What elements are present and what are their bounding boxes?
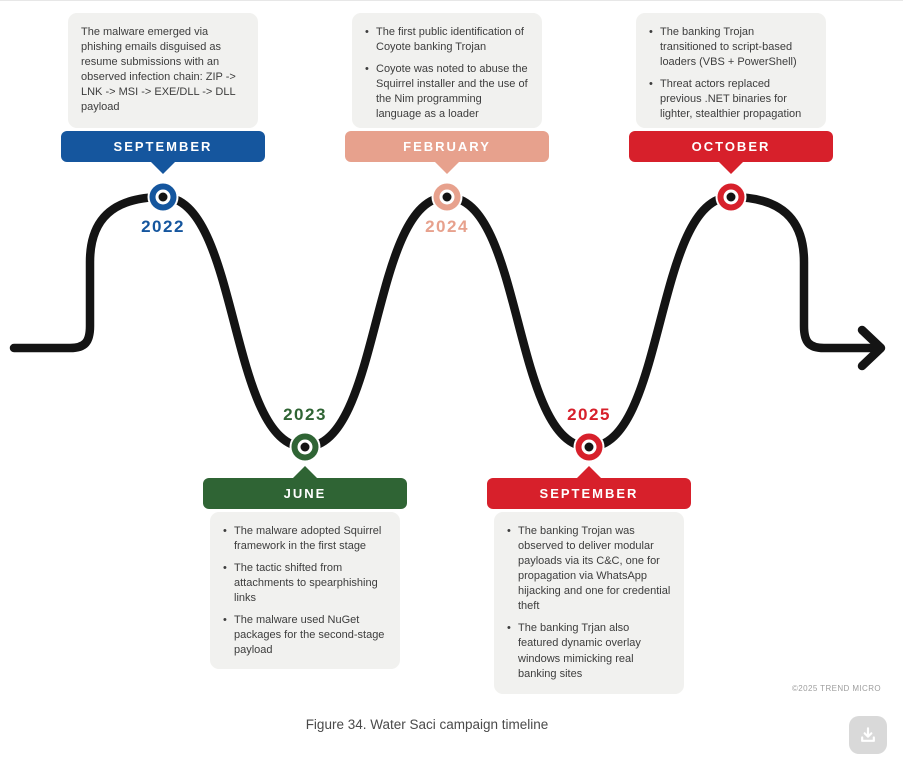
event-bullet: The banking Trojan transitioned to scrip…	[649, 25, 813, 70]
timeline-arrowhead-icon	[857, 325, 886, 371]
event-description: The banking Trojan was observed to deliv…	[494, 512, 684, 694]
event-month-band: JUNE	[203, 478, 407, 509]
event-month-label: SEPTEMBER	[113, 139, 213, 154]
pointer-down-icon	[434, 161, 460, 174]
event-description: The malware emerged via phishing emails …	[68, 13, 258, 128]
timeline-node-september-2025	[573, 431, 605, 463]
year-label-2023: 2023	[283, 405, 327, 424]
event-bullet: The tactic shifted from attachments to s…	[223, 561, 387, 606]
timeline-node-june-2023	[289, 431, 321, 463]
event-text: The malware emerged via phishing emails …	[81, 26, 236, 114]
year-label-2022: 2022	[141, 217, 185, 236]
event-month-band: OCTOBER	[629, 131, 833, 162]
download-button[interactable]	[849, 716, 887, 754]
page-top-divider	[0, 0, 903, 1]
pointer-down-icon	[718, 161, 744, 174]
event-month-band: FEBRUARY	[345, 131, 549, 162]
download-icon	[861, 727, 875, 742]
event-description: The first public identification of Coyot…	[352, 13, 542, 128]
timeline-node-september-2022	[147, 181, 179, 213]
event-month-label: JUNE	[283, 486, 327, 501]
event-bullet: Coyote was noted to abuse the Squirrel i…	[365, 62, 529, 122]
event-description: The banking Trojan transitioned to scrip…	[636, 13, 826, 128]
pointer-down-icon	[150, 161, 176, 174]
event-bullet: The banking Trjan also featured dynamic …	[507, 621, 671, 681]
year-label-2025: 2025	[567, 405, 611, 424]
event-month-label: OCTOBER	[691, 139, 771, 154]
copyright-credit: ©2025 TREND MICRO	[791, 684, 881, 693]
figure-caption: Figure 34. Water Saci campaign timeline	[305, 717, 549, 732]
event-callout-september-2025: SEPTEMBER The banking Trojan was observe…	[487, 466, 691, 694]
event-description: The malware adopted Squirrel framework i…	[210, 512, 400, 669]
event-bullet: The malware adopted Squirrel framework i…	[223, 524, 387, 554]
event-bullet: The banking Trojan was observed to deliv…	[507, 524, 671, 614]
event-callout-june-2023: JUNE The malware adopted Squirrel framew…	[203, 466, 407, 669]
event-bullet: Threat actors replaced previous .NET bin…	[649, 77, 813, 122]
event-callout-october-2025: The banking Trojan transitioned to scrip…	[629, 13, 833, 174]
event-month-label: SEPTEMBER	[539, 486, 639, 501]
timeline-node-october-2025	[715, 181, 747, 213]
event-callout-september-2022: The malware emerged via phishing emails …	[61, 13, 265, 174]
event-bullet: The malware used NuGet packages for the …	[223, 613, 387, 658]
event-month-band: SEPTEMBER	[487, 478, 691, 509]
event-month-label: FEBRUARY	[403, 139, 491, 154]
pointer-up-icon	[292, 466, 318, 479]
timeline-node-february-2024	[431, 181, 463, 213]
event-bullet: The first public identification of Coyot…	[365, 25, 529, 55]
event-callout-february-2024: The first public identification of Coyot…	[345, 13, 549, 174]
event-month-band: SEPTEMBER	[61, 131, 265, 162]
pointer-up-icon	[576, 466, 602, 479]
year-label-2024: 2024	[425, 217, 469, 236]
